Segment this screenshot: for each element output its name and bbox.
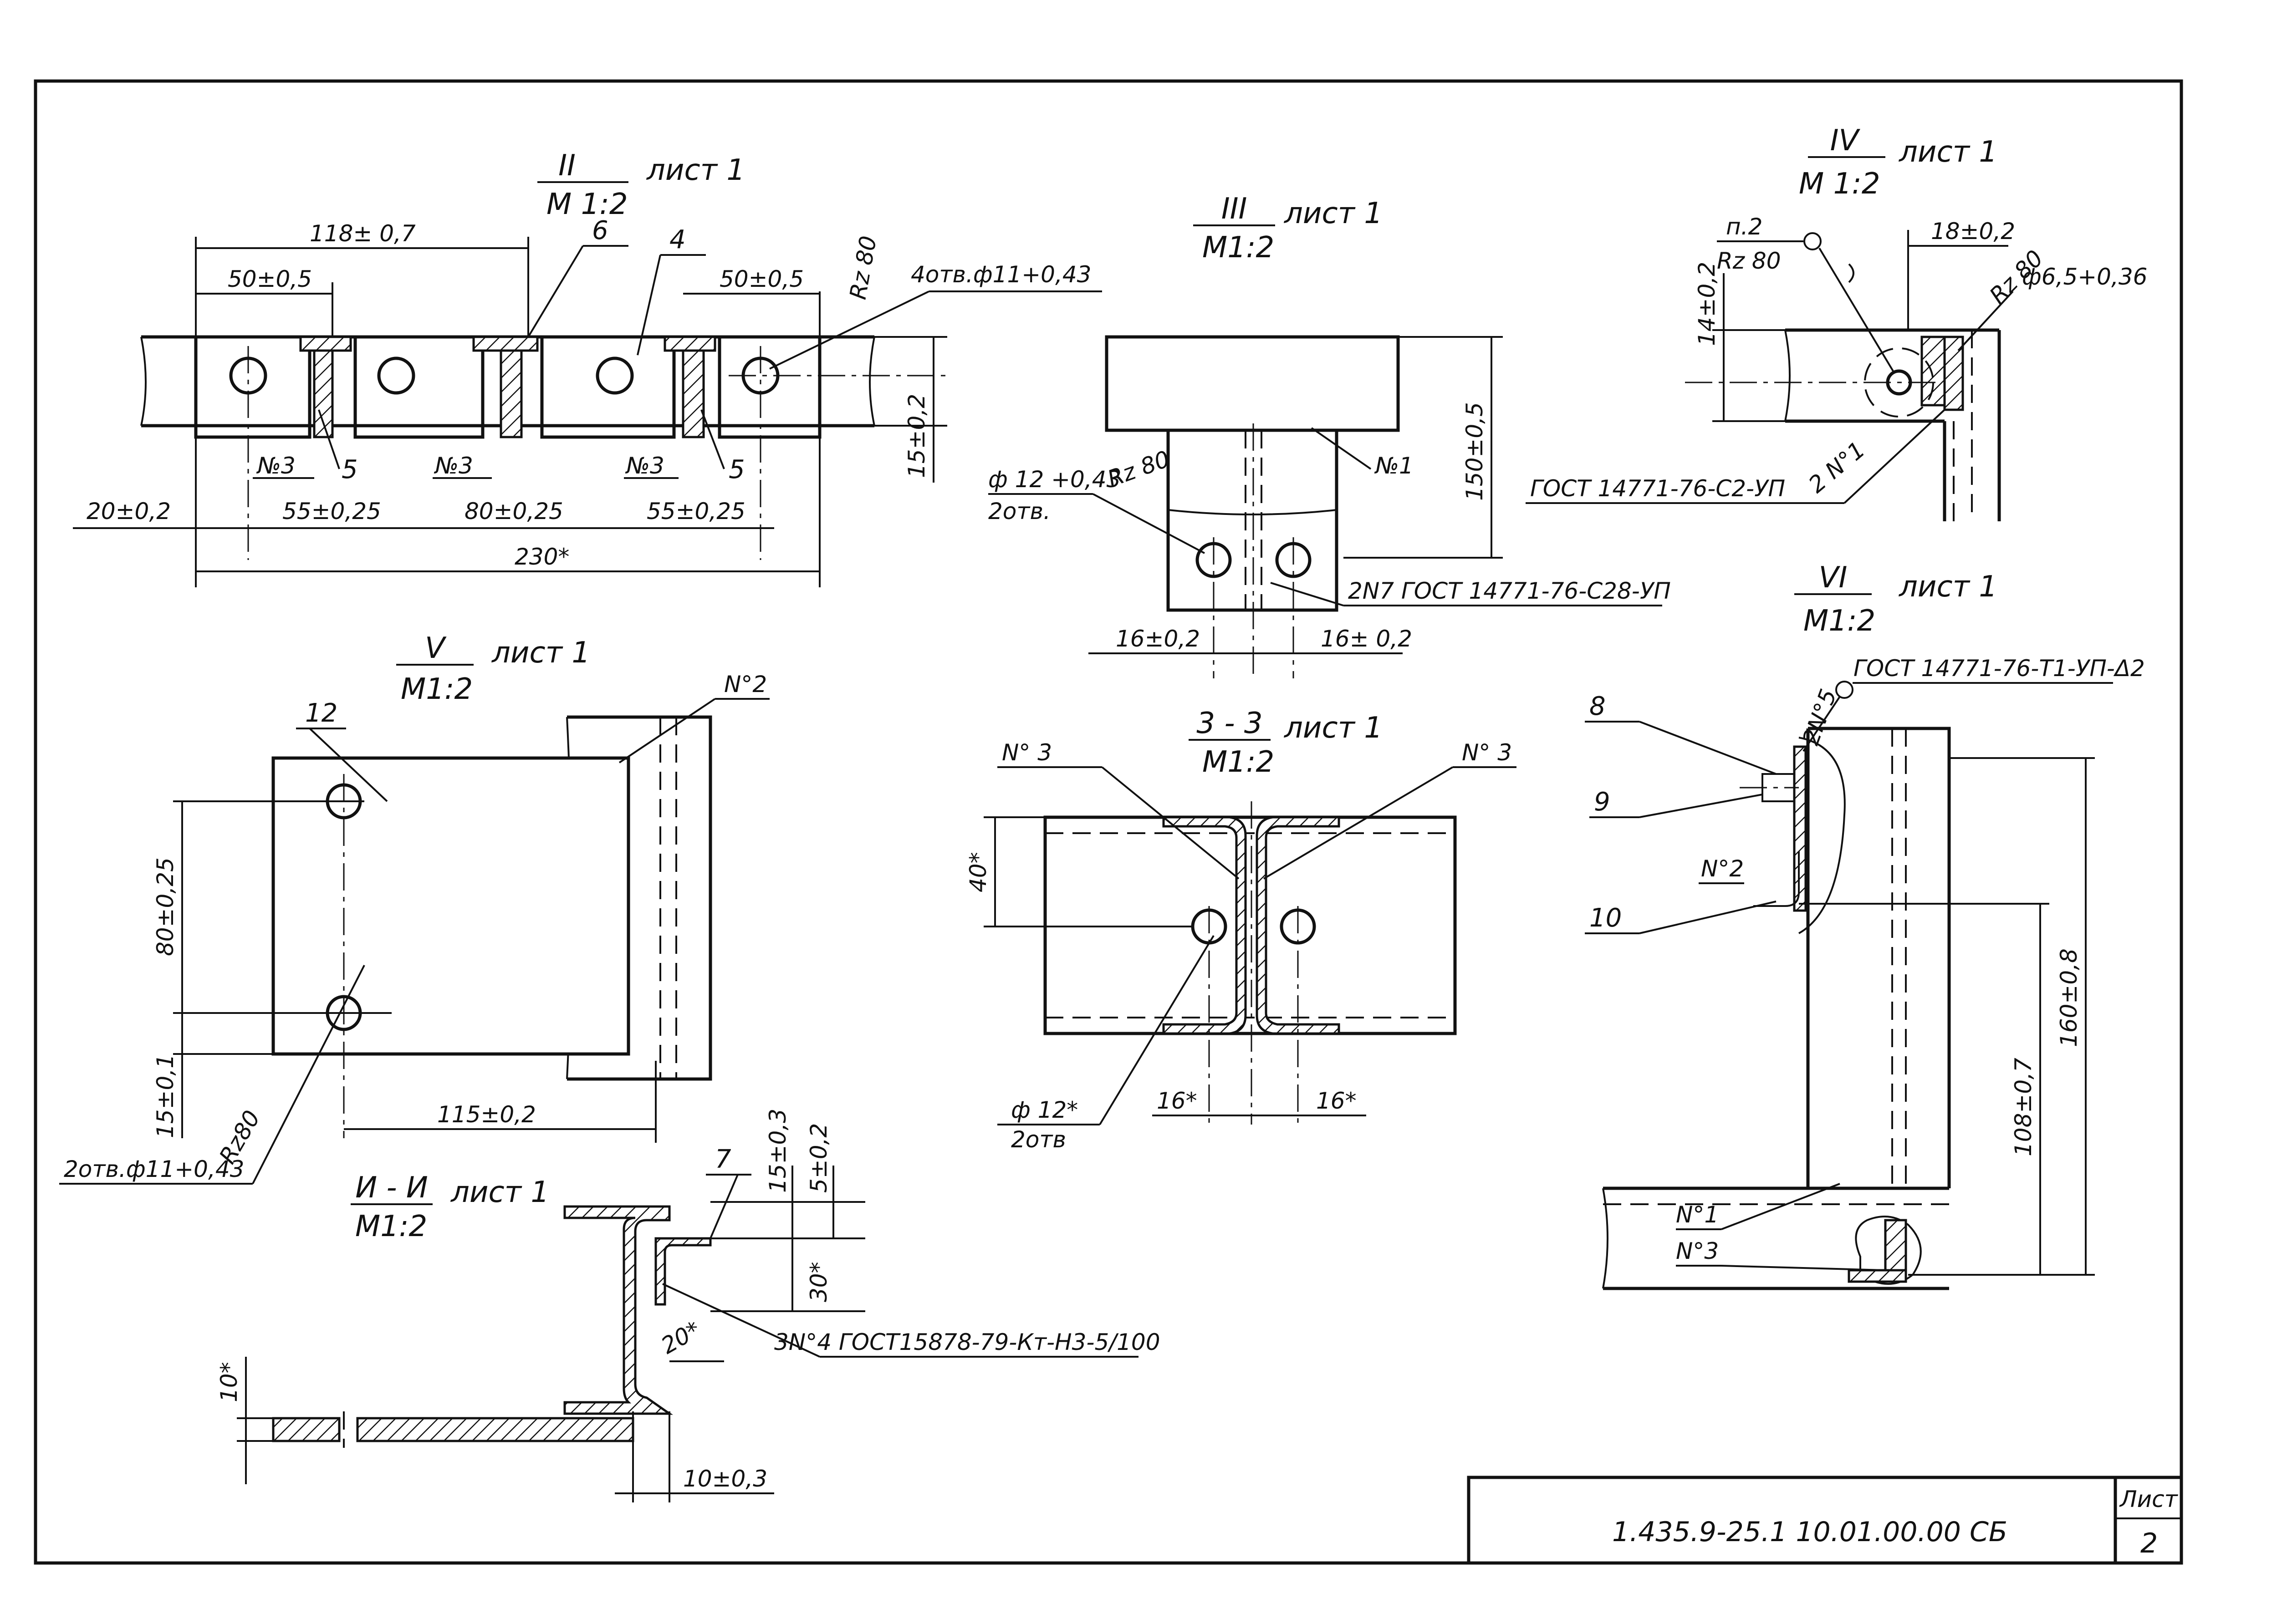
v6-dim-108: 108±0,7 xyxy=(2010,1058,2037,1156)
v3-dim-150: 150±0,5 xyxy=(1461,402,1488,501)
v5-dim-15: 15±0,1 xyxy=(152,1054,179,1138)
view-iii-sheet: лист 1 xyxy=(1283,197,1383,230)
v2-dim-118: 118± 0,7 xyxy=(310,220,416,247)
v3-rz: Rz 80 xyxy=(1104,446,1173,493)
view-ii-scale: М 1:2 xyxy=(546,188,628,221)
v2-dim-20: 20±0,2 xyxy=(87,498,171,524)
v2-dim-50a: 50±0,5 xyxy=(228,266,312,292)
section-3-3-sheet: лист 1 xyxy=(1283,711,1383,745)
sii-dim-15: 15±0,3 xyxy=(765,1109,791,1193)
view-iv: IV лист 1 М 1:2 п.2 Rz 80 18±0,2 Rz 80 ф… xyxy=(1526,124,2148,521)
v4-dim-14: 14±0,2 xyxy=(1694,262,1720,346)
sheet-label: Лист xyxy=(2119,1486,2179,1512)
s33-dim-40: 40* xyxy=(965,852,991,892)
v2-label-5b: 5 xyxy=(729,455,745,484)
v6-no1: N°1 xyxy=(1676,1201,1719,1228)
v6-dim-160: 160±0,8 xyxy=(2056,948,2082,1047)
view-v-title: V xyxy=(425,631,447,665)
v2-label-no3a: №3 xyxy=(256,453,296,479)
view-vi-sheet: лист 1 xyxy=(1898,570,1997,604)
v2-holes: 4отв.ф11+0,43 xyxy=(911,261,1091,288)
v4-rzA: Rz 80 xyxy=(1717,248,1781,274)
view-iii-scale: М1:2 xyxy=(1202,231,1274,265)
section-3-3: 3 - 3 лист 1 М1:2 40* N° 3 N° 3 ф 12* 2о… xyxy=(965,707,1516,1153)
v5-no2: N°2 xyxy=(724,671,767,697)
view-v-scale: М1:2 xyxy=(401,672,473,706)
v3-holes2: 2отв. xyxy=(988,498,1051,524)
sii-weld: 3N°4 ГОСТ15878-79-Кт-Н3-5/100 xyxy=(774,1329,1160,1355)
v2-label-6: 6 xyxy=(592,216,608,245)
v3-weld: 2N7 ГОСТ 14771-76-С28-УП xyxy=(1348,578,1671,604)
view-vi-title: VI xyxy=(1819,561,1848,595)
s33-no3a: N° 3 xyxy=(1002,739,1052,766)
view-vi: VI лист 1 М1:2 108±0,7 160±0,8 ГОСТ 1477… xyxy=(1585,561,2145,1290)
view-iii-title: III xyxy=(1221,192,1247,226)
section-3-3-scale: М1:2 xyxy=(1202,745,1274,779)
title-block: 1.435.9-25.1 10.01.00.00 СБ Лист 2 xyxy=(1467,1476,2183,1565)
v2-dim-230: 230* xyxy=(515,544,569,570)
section-i-i: И - И лист 1 М1:2 15±0,3 5±0,2 30* 20* 7… xyxy=(216,1109,1160,1502)
v5-dim-115: 115±0,2 xyxy=(437,1101,536,1128)
v3-dim-16b: 16± 0,2 xyxy=(1321,626,1412,652)
sii-dim-10b: 10±0,3 xyxy=(683,1466,767,1492)
v2-label-no3b: №3 xyxy=(434,453,473,479)
v2-dim-80: 80±0,25 xyxy=(465,498,563,524)
v2-rz: Rz 80 xyxy=(845,234,882,301)
view-iii: III лист 1 М1:2 ф 12 +0,43 2отв. Rz 80 1… xyxy=(988,192,1671,678)
section-ii-scale: М1:2 xyxy=(355,1210,427,1243)
section-3-3-title: 3 - 3 xyxy=(1196,707,1262,740)
sii-dim-5: 5±0,2 xyxy=(806,1123,832,1193)
v6-label-10: 10 xyxy=(1589,903,1622,933)
s33-dim-16b: 16* xyxy=(1316,1088,1357,1114)
drawing-frame xyxy=(34,79,2183,1565)
view-iv-sheet: лист 1 xyxy=(1898,135,1997,169)
v6-weldNo: 2N°5 xyxy=(1797,686,1842,748)
v4-weld: ГОСТ 14771-76-С2-УП xyxy=(1530,475,1785,502)
v2-label-5a: 5 xyxy=(342,455,358,484)
v3-no1: №1 xyxy=(1374,453,1414,479)
sii-dim-30: 30* xyxy=(806,1262,832,1302)
v5-rz: Rz80 xyxy=(214,1106,265,1168)
v2-dim-55b: 55±0,25 xyxy=(647,498,745,524)
sheet-number: 2 xyxy=(2140,1527,2158,1559)
v2-dim-50b: 50±0,5 xyxy=(720,266,804,292)
drawing-code: 1.435.9-25.1 10.01.00.00 СБ xyxy=(1612,1516,2007,1548)
s33-dim-16a: 16* xyxy=(1157,1088,1197,1114)
v3-dim-16a: 16±0,2 xyxy=(1116,626,1200,652)
v6-weld: ГОСТ 14771-76-Т1-УП-Δ2 xyxy=(1853,655,2145,682)
v6-label-9: 9 xyxy=(1594,787,1610,817)
v2-dim-15: 15±0,2 xyxy=(904,394,930,478)
sii-label-7: 7 xyxy=(715,1145,731,1174)
v5-dim-80: 80±0,25 xyxy=(152,857,179,956)
section-ii-sheet: лист 1 xyxy=(450,1176,549,1209)
v5-holes: 2отв.ф11+0,43 xyxy=(64,1156,244,1182)
s33-hole: ф 12* xyxy=(1011,1097,1078,1123)
v2-dim-55a: 55±0,25 xyxy=(282,498,381,524)
v4-hole: ф6,5+0,36 xyxy=(2022,264,2148,290)
v6-no3: N°3 xyxy=(1676,1238,1719,1264)
section-ii-title: И - И xyxy=(355,1171,428,1205)
v3-hole: ф 12 +0,43 xyxy=(988,466,1121,493)
v2-label-4: 4 xyxy=(669,225,686,255)
v2-label-no3c: №3 xyxy=(625,453,664,479)
sii-dim-20: 20* xyxy=(657,1316,705,1359)
view-iv-scale: М 1:2 xyxy=(1799,167,1880,201)
v4-p2: п.2 xyxy=(1726,214,1762,240)
view-ii-sheet: лист 1 xyxy=(646,153,745,187)
v6-no2: N°2 xyxy=(1701,855,1744,882)
v5-label-12: 12 xyxy=(305,698,337,728)
s33-holes2: 2отв xyxy=(1011,1126,1066,1153)
view-ii-title: II xyxy=(558,149,576,183)
v6-label-8: 8 xyxy=(1589,692,1606,721)
sii-dim-10: 10* xyxy=(216,1362,242,1402)
view-iv-title: IV xyxy=(1830,124,1861,158)
view-v: V лист 1 М1:2 80±0,25 15±0,1 115±0,2 2от… xyxy=(59,631,770,1185)
s33-no3b: N° 3 xyxy=(1462,739,1512,766)
v4-dim-18: 18±0,2 xyxy=(1931,218,2015,244)
view-v-sheet: лист 1 xyxy=(491,636,590,670)
view-vi-scale: М1:2 xyxy=(1803,604,1875,638)
view-ii: II лист 1 М 1:2 118± 0,7 50±0,5 50±0,5 R xyxy=(73,149,1102,587)
